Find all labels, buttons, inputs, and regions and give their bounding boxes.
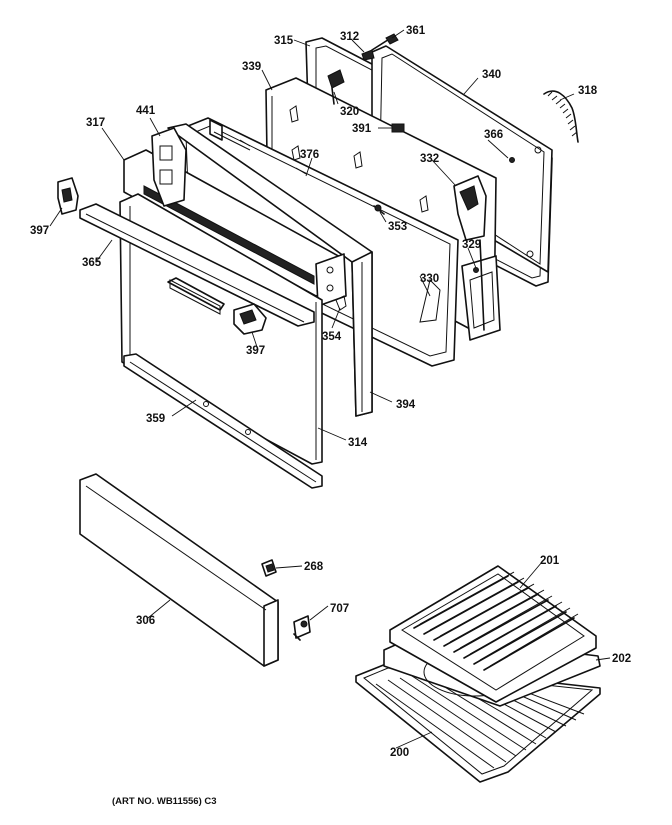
label-366: 366 bbox=[484, 129, 503, 141]
label-361: 361 bbox=[406, 25, 426, 37]
label-707: 707 bbox=[330, 603, 349, 615]
label-397-right: 397 bbox=[246, 345, 265, 357]
hinge-block bbox=[151, 127, 187, 207]
handle-end-cap-left bbox=[57, 177, 79, 215]
label-202: 202 bbox=[612, 653, 631, 665]
label-200: 200 bbox=[390, 747, 409, 759]
label-339: 339 bbox=[242, 61, 261, 73]
label-314: 314 bbox=[348, 437, 368, 449]
small-fasteners bbox=[327, 33, 515, 311]
label-394: 394 bbox=[396, 399, 416, 411]
drawer-bracket bbox=[293, 615, 311, 641]
label-353: 353 bbox=[388, 221, 407, 233]
label-306: 306 bbox=[136, 615, 155, 627]
label-340: 340 bbox=[482, 69, 501, 81]
door-spring bbox=[543, 90, 579, 143]
art-number-footer: (ART NO. WB11556) C3 bbox=[112, 796, 217, 807]
label-315: 315 bbox=[274, 35, 294, 47]
label-201: 201 bbox=[540, 555, 560, 567]
label-441: 441 bbox=[136, 105, 156, 117]
label-332: 332 bbox=[420, 153, 439, 165]
label-330: 330 bbox=[420, 273, 439, 285]
leader-lines bbox=[49, 29, 611, 749]
label-329: 329 bbox=[462, 239, 481, 251]
door-handle-trim bbox=[79, 203, 315, 327]
broiler-grid bbox=[389, 565, 597, 703]
label-320: 320 bbox=[340, 106, 359, 118]
label-397-left: 397 bbox=[30, 225, 49, 237]
label-317: 317 bbox=[86, 117, 105, 129]
handle-end-cap-right bbox=[233, 303, 267, 335]
label-318: 318 bbox=[578, 85, 598, 97]
storage-drawer-panel bbox=[79, 473, 279, 667]
label-312: 312 bbox=[340, 31, 359, 43]
label-365: 365 bbox=[82, 257, 102, 269]
label-376: 376 bbox=[300, 149, 319, 161]
door-hinge-assembly bbox=[453, 175, 501, 341]
door-side-channel bbox=[167, 119, 373, 417]
drawer-clip bbox=[261, 559, 277, 577]
label-359: 359 bbox=[146, 413, 165, 425]
part-labels: 315 312 361 339 340 318 441 320 317 391 … bbox=[30, 25, 631, 759]
label-391: 391 bbox=[352, 123, 372, 135]
door-bottom-trim bbox=[123, 353, 323, 489]
label-354: 354 bbox=[322, 331, 342, 343]
label-268: 268 bbox=[304, 561, 324, 573]
